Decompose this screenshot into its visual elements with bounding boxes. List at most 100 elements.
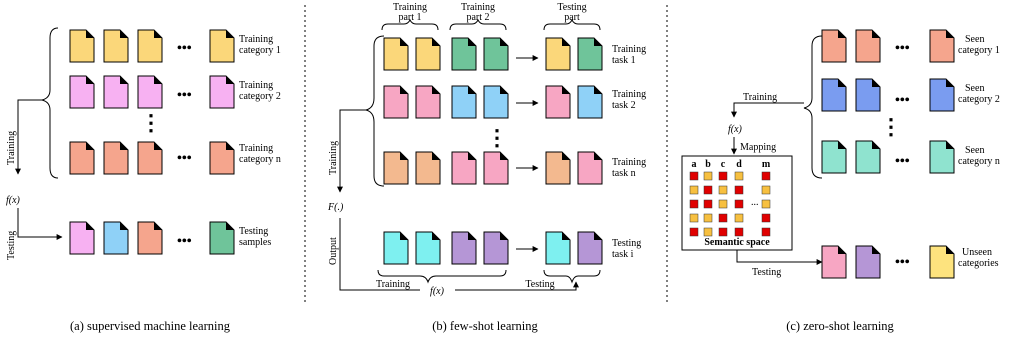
- semantic-cell: [718, 199, 728, 209]
- ellipsis-c-unseen: •••: [895, 255, 910, 270]
- label-seenn-l2: category n: [958, 156, 1000, 167]
- semantic-matrix: [689, 171, 771, 237]
- doc-b-taskn-4: [483, 151, 509, 185]
- doc-c-seenn-1: [821, 140, 847, 174]
- header-testing-l2: part: [564, 12, 580, 23]
- doc-c-seen2-1: [821, 78, 847, 112]
- header-part1-l1: Training: [393, 2, 427, 13]
- semantic-col-b: b: [705, 159, 711, 170]
- semantic-cell: [761, 227, 771, 237]
- doc-b-task1-6: [577, 37, 603, 71]
- semantic-cell: [761, 171, 771, 181]
- label-task1-l2: task 1: [612, 55, 636, 66]
- brace-b: [365, 35, 385, 187]
- doc-a-catn-2: [103, 141, 129, 175]
- semantic-cell: [703, 171, 713, 181]
- label-mapping: Mapping: [740, 142, 776, 153]
- doc-a-test-1: [69, 221, 95, 255]
- label-testing-a: Testing: [6, 231, 17, 260]
- label-task1-l1: Training: [612, 44, 646, 55]
- label-bottom-training: Training: [376, 279, 410, 290]
- brace-part2: [449, 18, 507, 31]
- doc-b-task2-5: [545, 85, 571, 119]
- label-seen2-l2: category 2: [958, 94, 1000, 105]
- doc-c-seen1-3: [929, 29, 955, 63]
- caption-c: (c) zero-shot learning: [786, 319, 894, 333]
- ellipsis-c-1: •••: [895, 41, 910, 56]
- label-task2-l2: task 2: [612, 100, 636, 111]
- doc-b-taskn-1: [383, 151, 409, 185]
- doc-a-cat1-1: [69, 29, 95, 63]
- ellipsis-a-test: •••: [177, 234, 192, 249]
- semantic-cell: [703, 185, 713, 195]
- label-catn-l1: Training: [239, 143, 273, 154]
- doc-b-task1-3: [451, 37, 477, 71]
- label-testing-samples-l1: Testing: [239, 226, 268, 237]
- semantic-cell: [761, 185, 771, 195]
- ellipsis-c-n: •••: [895, 154, 910, 169]
- doc-b-task1-5: [545, 37, 571, 71]
- doc-b-taskn-6: [577, 151, 603, 185]
- semantic-col-d: d: [736, 159, 742, 170]
- label-fx-c: f(x): [728, 124, 743, 135]
- doc-b-task1-2: [415, 37, 441, 71]
- label-seen1-l1: Seen: [965, 34, 984, 45]
- doc-b-task1-4: [483, 37, 509, 71]
- ellipsis-a-2: •••: [177, 88, 192, 103]
- doc-a-cat1-last: [209, 29, 235, 63]
- label-taskn-l1: Training: [612, 157, 646, 168]
- label-cat1-l1: Training: [239, 34, 273, 45]
- panel-a: Training f(x) Testing ••• ••• ••• ••• ⋮ …: [6, 27, 281, 333]
- semantic-cell: [689, 213, 699, 223]
- doc-a-test-2: [103, 221, 129, 255]
- doc-b-taskn-2: [415, 151, 441, 185]
- label-fx-a: f(x): [6, 195, 21, 206]
- label-taskn-l2: task n: [612, 168, 636, 179]
- doc-a-cat1-3: [137, 29, 163, 63]
- brace-c: [803, 35, 823, 179]
- semantic-cell: [734, 171, 744, 181]
- semantic-cell: [689, 199, 699, 209]
- ellipsis-c-2: •••: [895, 93, 910, 108]
- semantic-cell: [703, 213, 713, 223]
- brace-testing-part: [543, 18, 601, 31]
- document-icons: [69, 29, 955, 279]
- doc-c-unseen-1: [821, 245, 847, 279]
- arrow-testing-c: [736, 250, 823, 265]
- doc-b-task2-2: [415, 85, 441, 119]
- doc-b-testi-5: [545, 231, 571, 265]
- label-testi-l2: task i: [612, 249, 634, 260]
- header-part2-l2: part 2: [466, 12, 489, 23]
- semantic-cell: [689, 171, 699, 181]
- label-training-a: Training: [6, 131, 17, 165]
- doc-a-cat2-2: [103, 75, 129, 109]
- doc-b-testi-6: [577, 231, 603, 265]
- doc-b-task1-1: [383, 37, 409, 71]
- doc-a-catn-3: [137, 141, 163, 175]
- semantic-dots: ...: [751, 197, 759, 208]
- label-output: Output: [328, 237, 339, 265]
- label-bottom-testing: Testing: [525, 279, 554, 290]
- semantic-cell: [718, 213, 728, 223]
- vdots-c: ⋮: [880, 114, 902, 139]
- doc-c-unseen-2: [855, 245, 881, 279]
- semantic-cell: [718, 185, 728, 195]
- label-cat1-l2: category 1: [239, 45, 281, 56]
- label-training-c: Training: [743, 92, 777, 103]
- label-bigF: F(.): [327, 202, 344, 213]
- brace-bottom-testing: [543, 269, 601, 284]
- doc-a-cat1-2: [103, 29, 129, 63]
- semantic-cell: [734, 199, 744, 209]
- semantic-cell: [689, 227, 699, 237]
- doc-a-cat2-3: [137, 75, 163, 109]
- doc-b-task2-6: [577, 85, 603, 119]
- doc-b-testi-4: [483, 231, 509, 265]
- doc-c-seen1-2: [855, 29, 881, 63]
- doc-a-test-3: [137, 221, 163, 255]
- header-part2-l1: Training: [461, 2, 495, 13]
- line-output: [339, 218, 420, 291]
- brace-bottom-training: [377, 269, 507, 284]
- arrow-training-c: [731, 102, 804, 118]
- doc-a-cat2-last: [209, 75, 235, 109]
